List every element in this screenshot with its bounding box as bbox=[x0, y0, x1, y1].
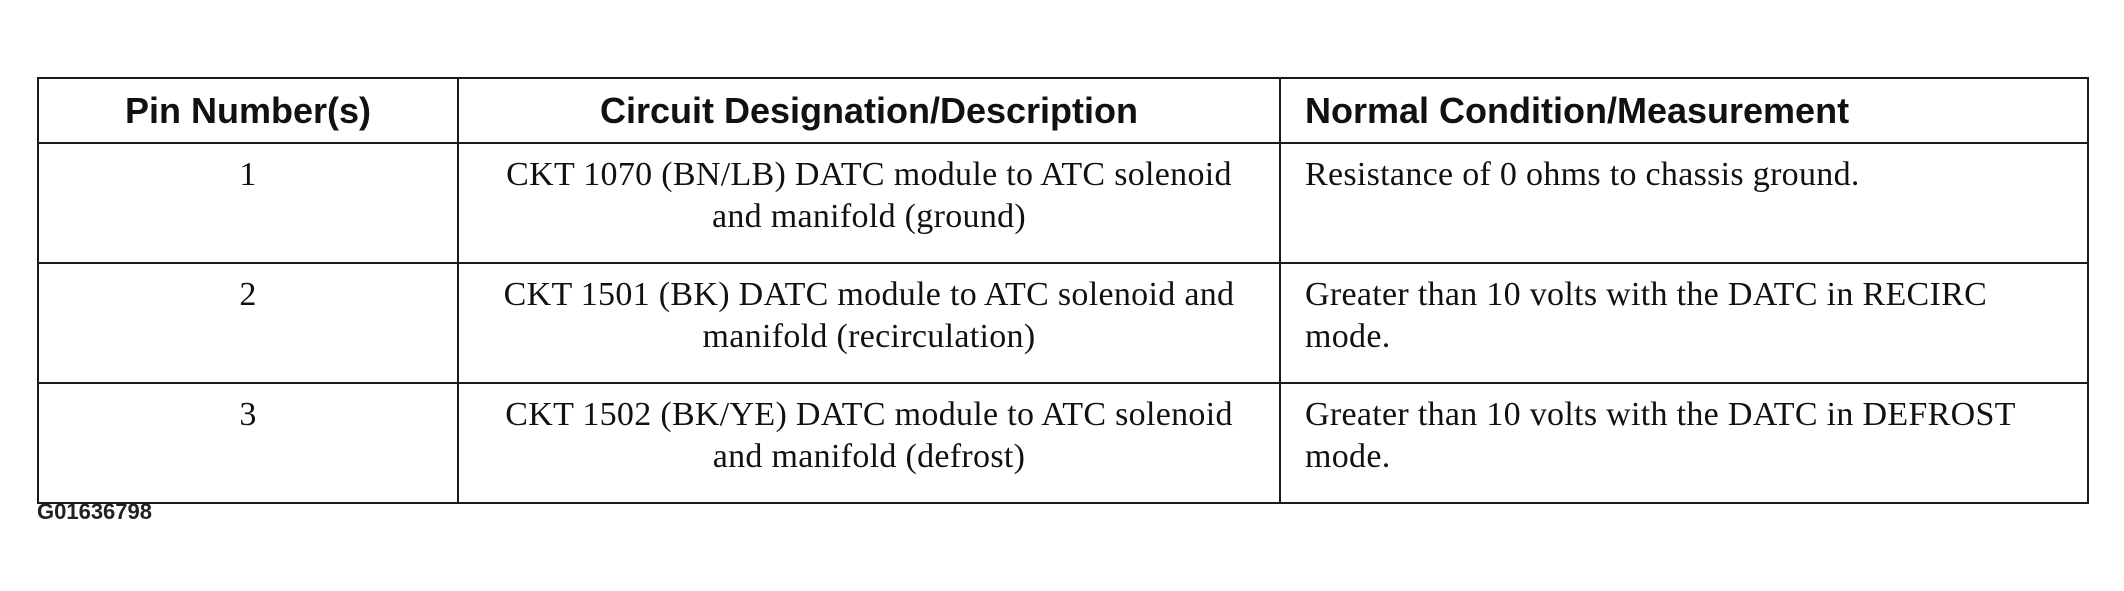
header-normal-condition: Normal Condition/Measurement bbox=[1279, 77, 2089, 144]
cell-condition: Resistance of 0 ohms to chassis ground. bbox=[1279, 142, 2089, 264]
cell-pin: 2 bbox=[37, 262, 459, 384]
cell-condition: Greater than 10 volts with the DATC in D… bbox=[1279, 382, 2089, 504]
cell-condition: Greater than 10 volts with the DATC in R… bbox=[1279, 262, 2089, 384]
table-row: 1 CKT 1070 (BN/LB) DATC module to ATC so… bbox=[37, 142, 2089, 264]
cell-circuit: CKT 1501 (BK) DATC module to ATC solenoi… bbox=[457, 262, 1281, 384]
header-pin-number: Pin Number(s) bbox=[37, 77, 459, 144]
cell-circuit: CKT 1502 (BK/YE) DATC module to ATC sole… bbox=[457, 382, 1281, 504]
header-circuit-description: Circuit Designation/Description bbox=[457, 77, 1281, 144]
cell-pin: 3 bbox=[37, 382, 459, 504]
table-row: 2 CKT 1501 (BK) DATC module to ATC solen… bbox=[37, 262, 2089, 384]
figure-id-label: G01636798 bbox=[37, 499, 152, 524]
pinout-table-container: Pin Number(s) Circuit Designation/Descri… bbox=[37, 77, 2089, 504]
cell-pin: 1 bbox=[37, 142, 459, 264]
cell-circuit: CKT 1070 (BN/LB) DATC module to ATC sole… bbox=[457, 142, 1281, 264]
pinout-table: Pin Number(s) Circuit Designation/Descri… bbox=[37, 77, 2089, 504]
table-header-row: Pin Number(s) Circuit Designation/Descri… bbox=[37, 77, 2089, 144]
table-row: 3 CKT 1502 (BK/YE) DATC module to ATC so… bbox=[37, 382, 2089, 504]
